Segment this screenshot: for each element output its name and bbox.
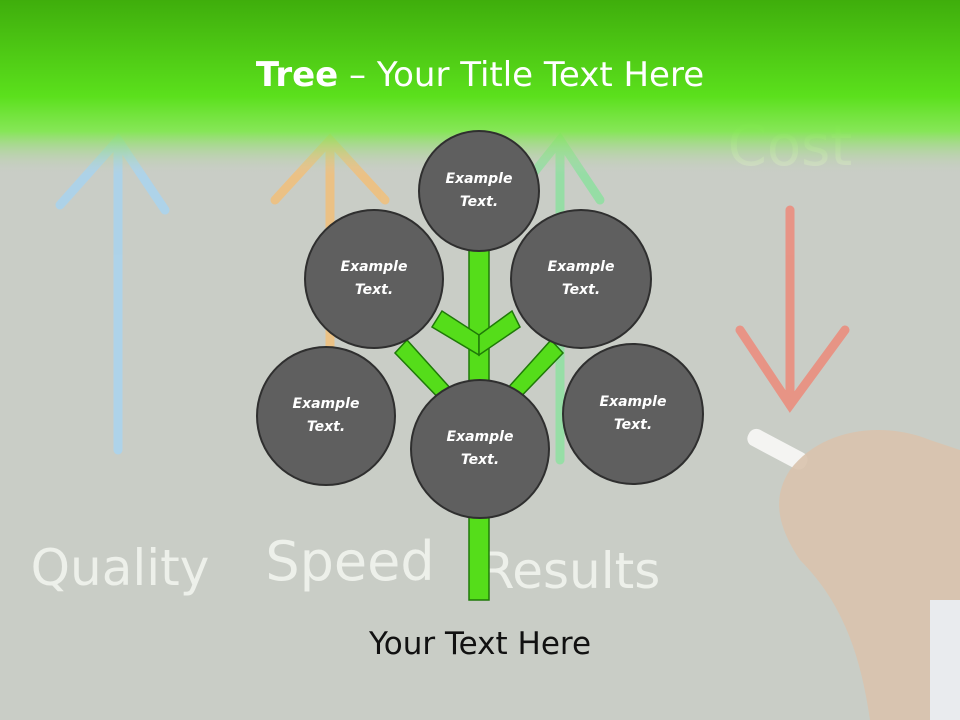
tree-node-top[interactable]: Example Text. <box>418 130 540 252</box>
chalk-word-quality: Quality <box>31 539 210 597</box>
chalk-word-results: Results <box>480 542 661 600</box>
chalk-arrow-down-red <box>735 205 850 413</box>
hand-with-chalk <box>747 428 960 720</box>
node-label: Example Text. <box>599 394 667 433</box>
title-separator: – <box>338 55 377 95</box>
title-bold: Tree <box>255 55 339 95</box>
tree-node-center[interactable]: Example Text. <box>410 379 550 519</box>
node-label: Example Text. <box>446 429 514 468</box>
chalk-word-speed: Speed <box>265 530 434 593</box>
node-label: Example Text. <box>292 396 360 435</box>
node-label: Example Text. <box>340 259 408 298</box>
node-label: Example Text. <box>445 171 513 210</box>
tree-node-upper-right[interactable]: Example Text. <box>510 209 652 349</box>
footer-text: Your Text Here <box>368 626 592 662</box>
node-label: Example Text. <box>547 259 615 298</box>
title-rest: Your Title Text Here <box>376 55 705 95</box>
tree-node-lower-left[interactable]: Example Text. <box>256 346 396 486</box>
tree-node-upper-left[interactable]: Example Text. <box>304 209 444 349</box>
tree-node-lower-right[interactable]: Example Text. <box>562 343 704 485</box>
slide-title: Tree – Your Title Text Here <box>0 52 960 98</box>
